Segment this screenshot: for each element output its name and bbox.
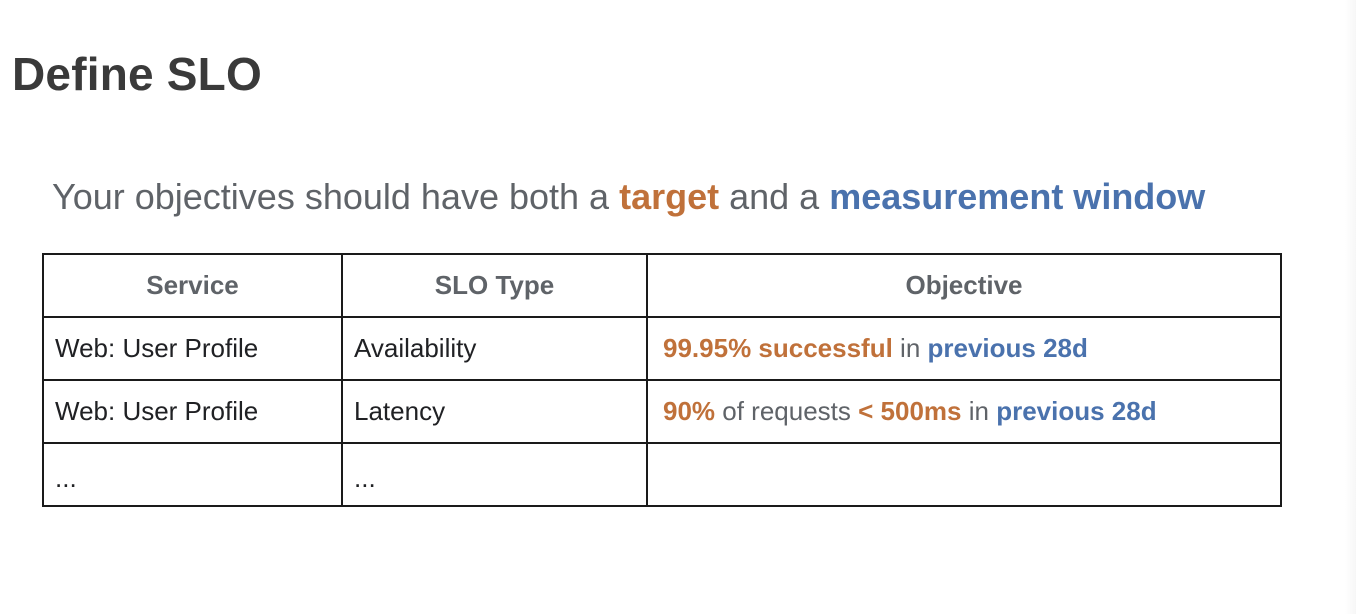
cell-service: Web: User Profile <box>42 316 343 381</box>
table-header-row: Service SLO Type Objective <box>42 253 1282 318</box>
objective-text: in <box>892 333 928 363</box>
header-slo-type: SLO Type <box>341 253 648 318</box>
cell-service: ... <box>42 442 343 507</box>
table-row: Web: User Profile Availability 99.95% su… <box>42 316 1282 381</box>
page-title: Define SLO <box>12 48 262 100</box>
subtitle-text-1: Your objectives should have both a <box>52 176 620 217</box>
objective-window: previous 28d <box>996 396 1157 426</box>
subtitle-window-highlight: measurement window <box>829 176 1206 217</box>
header-objective: Objective <box>646 253 1282 318</box>
slo-table: Service SLO Type Objective Web: User Pro… <box>42 253 1282 507</box>
objective-threshold: < 500ms <box>858 396 962 426</box>
subtitle-target-highlight: target <box>619 176 720 217</box>
objective-text: in <box>961 396 997 426</box>
cell-service: Web: User Profile <box>42 379 343 444</box>
subtitle-text-2: and a <box>719 176 830 217</box>
table-row: Web: User Profile Latency 90% of request… <box>42 379 1282 444</box>
cell-objective: 99.95% successful in previous 28d <box>646 316 1282 381</box>
objective-target: 90% <box>663 396 716 426</box>
page-edge-shade <box>1345 0 1356 614</box>
subtitle: Your objectives should have both a targe… <box>52 174 1205 220</box>
cell-slo-type: Availability <box>341 316 648 381</box>
objective-text: of requests <box>715 396 859 426</box>
cell-objective <box>646 442 1282 507</box>
objective-target: 99.95% successful <box>663 333 893 363</box>
cell-slo-type: Latency <box>341 379 648 444</box>
cell-objective: 90% of requests < 500ms in previous 28d <box>646 379 1282 444</box>
objective-window: previous 28d <box>927 333 1088 363</box>
cell-slo-type: ... <box>341 442 648 507</box>
ellipsis-text: ... <box>354 463 376 493</box>
header-service: Service <box>42 253 343 318</box>
ellipsis-text: ... <box>55 463 77 493</box>
table-row: ... ... <box>42 442 1282 507</box>
